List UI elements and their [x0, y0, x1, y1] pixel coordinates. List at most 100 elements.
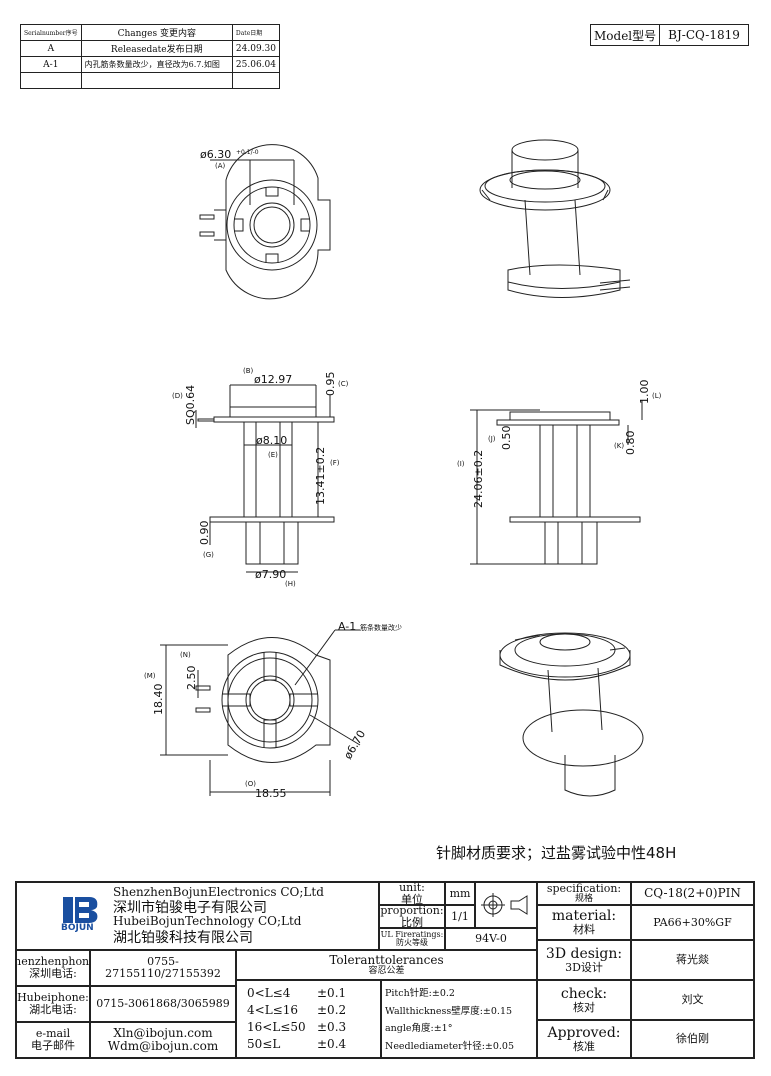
dim-label-k: (K) — [614, 442, 624, 450]
dim-sq064: SQ0.64 — [184, 385, 197, 425]
iso-view-lower — [499, 632, 644, 797]
pin-material-note: 针脚材质要求；过盐雾试验中性48H — [436, 844, 677, 862]
fire-label: UL Fireratings: — [380, 929, 444, 939]
model-label: Model型号 — [589, 24, 661, 46]
tol-wall: Wallthickness壁厚度:±0.15 — [385, 1005, 513, 1017]
check-label: check: — [560, 985, 608, 1002]
dim-670: ø6.70 — [341, 728, 368, 762]
projection-icon — [481, 893, 528, 917]
dim-810: ø8.10 — [256, 434, 287, 447]
dim-label-n: (N) — [180, 651, 191, 659]
hb-phone-label: Hubeiphone: — [17, 991, 89, 1005]
dim-100: 1.00 — [638, 380, 651, 405]
dim-080: 0.80 — [624, 431, 637, 456]
dim-label-b: (B) — [243, 367, 254, 375]
fire-label-cell: UL Fireratings: 防火等级 — [379, 928, 445, 950]
unit-label-cn: 单位 — [401, 892, 423, 905]
dim-label-j: (J) — [488, 435, 496, 443]
sz-phone: 0755-27155110/27155392 — [90, 950, 236, 986]
company-cn-2: 湖北铂骏科技有限公司 — [113, 930, 253, 946]
fire-label-cn: 防火等级 — [396, 938, 428, 947]
spec-value: CQ-18(2+0)PIN — [631, 882, 754, 905]
spec-label-cell: specification: 规格 — [537, 882, 631, 905]
approved-value: 徐伯刚 — [631, 1020, 754, 1058]
proportion-label: proportion: — [380, 905, 444, 917]
check-label-cn: 核对 — [573, 1000, 595, 1014]
rev-date — [231, 72, 281, 89]
revision-table: Serialnumber序号 Changes 变更内容 Date日期 A Rel… — [20, 24, 281, 89]
top-view-lower — [160, 629, 361, 796]
dim-label-e: (E) — [268, 451, 278, 459]
dim-label-o: (O) — [245, 780, 256, 788]
rev-note: 筋条数量改少 — [360, 623, 402, 632]
tol-title-cn: 容忍公差 — [368, 965, 405, 976]
bojun-logo: BOJUN — [61, 895, 101, 933]
side-view-right — [470, 400, 643, 565]
hb-phone-label-cn: 湖北电话: — [29, 1003, 77, 1016]
dim-790: ø7.90 — [255, 568, 286, 581]
logo-text: BOJUN — [61, 923, 94, 933]
dim-label-l: (L) — [652, 392, 662, 400]
projection-symbol — [475, 882, 537, 928]
approved-label: Approved: — [547, 1024, 621, 1041]
tol-misc-cell: Pitch针距:±0.2 Wallthickness壁厚度:±0.15 angl… — [381, 980, 537, 1058]
dim-1341: 13.41±0.2 — [314, 447, 327, 505]
tol-row: 4<L≤16±0.2 — [247, 1003, 347, 1017]
email-2: Wdm@ibojun.com — [107, 1039, 219, 1053]
dim-050: 0.50 — [500, 426, 513, 451]
email-label-cell: e-mail 电子邮件 — [16, 1022, 90, 1058]
top-view-upper — [199, 144, 331, 300]
rev-changes — [80, 72, 233, 89]
tol-row: 0<L≤4±0.1 — [247, 986, 347, 1000]
unit-label-cell: unit: 单位 — [379, 882, 445, 905]
company-cell: BOJUN ShenzhenBojunElectronics CO;Ltd 深圳… — [16, 882, 379, 950]
dim-095: 0.95 — [324, 372, 337, 397]
tol-row: 50≤L±0.4 — [247, 1037, 347, 1051]
material-label-cell: material: 材料 — [537, 905, 631, 940]
material-label-cn: 材料 — [573, 923, 595, 937]
company-cn-1: 深圳市铂骏电子有限公司 — [113, 900, 267, 916]
dim-top-tol: +0.1/-0 — [236, 149, 259, 156]
dim-label-i: (I) — [457, 460, 465, 468]
spec-label-cn: 规格 — [574, 893, 593, 904]
company-en-2: HubeiBojunTechnology CO;Ltd — [113, 914, 302, 928]
dim-label-a: (A) — [215, 162, 226, 170]
tol-range-cell: 0<L≤4±0.1 4<L≤16±0.2 16<L≤50±0.3 50≤L±0.… — [236, 980, 381, 1058]
hb-phone-label-cell: Hubeiphone: 湖北电话: — [16, 986, 90, 1022]
tol-title: Toleranttolerances — [329, 952, 444, 967]
dim-label-c: (C) — [338, 380, 349, 388]
fire-value: 94V-0 — [445, 928, 537, 950]
tol-angle: angle角度:±1° — [385, 1023, 453, 1034]
technical-drawing: ø6.30 +0.1/-0 (A) (B) ø12.97 (C) 0.95 (D… — [144, 139, 662, 800]
dim-label-d: (D) — [172, 392, 183, 400]
sz-phone-label-cell: Shenzhenphone: 深圳电话: — [16, 950, 90, 986]
proportion-label-cell: proportion: 比例 — [379, 905, 445, 928]
proportion-value: 1/1 — [445, 905, 475, 928]
dim-090: 0.90 — [198, 521, 211, 546]
tol-row: 16<L≤50±0.3 — [247, 1020, 347, 1034]
dim-top-dia: ø6.30 — [200, 148, 231, 161]
unit-value: mm — [445, 882, 475, 905]
proportion-label-cn: 比例 — [401, 915, 423, 928]
dim-label-h: (H) — [285, 580, 296, 588]
email-label-cn: 电子邮件 — [31, 1039, 75, 1052]
tol-title-cell: Toleranttolerances 容忍公差 — [236, 950, 537, 980]
model-value: BJ-CQ-1819 — [659, 24, 749, 46]
hb-phone: 0715-3061868/3065989 — [90, 986, 236, 1022]
email-1: Xln@ibojun.com — [113, 1026, 213, 1041]
design-label: 3D design: — [545, 945, 623, 962]
design-value: 蒋光燚 — [631, 940, 754, 980]
dim-1855: 18.55 — [255, 787, 287, 800]
approved-label-cell: Approved: 核准 — [537, 1020, 631, 1058]
rev-tag: A-1 — [338, 620, 356, 633]
tol-pitch: Pitch针距:±0.2 — [385, 988, 455, 999]
dim-label-f: (F) — [330, 459, 340, 467]
spec-label: specification: — [546, 882, 622, 895]
dim-label-m: (M) — [144, 672, 156, 680]
title-block: BOJUN ShenzhenBojunElectronics CO;Ltd 深圳… — [15, 881, 755, 1059]
dim-1840: 18.40 — [152, 684, 165, 716]
model-box: Model型号 BJ-CQ-1819 — [589, 24, 749, 46]
dim-1297: ø12.97 — [254, 373, 292, 386]
sz-phone-label: Shenzhenphone: — [17, 955, 90, 969]
check-label-cell: check: 核对 — [537, 980, 631, 1020]
